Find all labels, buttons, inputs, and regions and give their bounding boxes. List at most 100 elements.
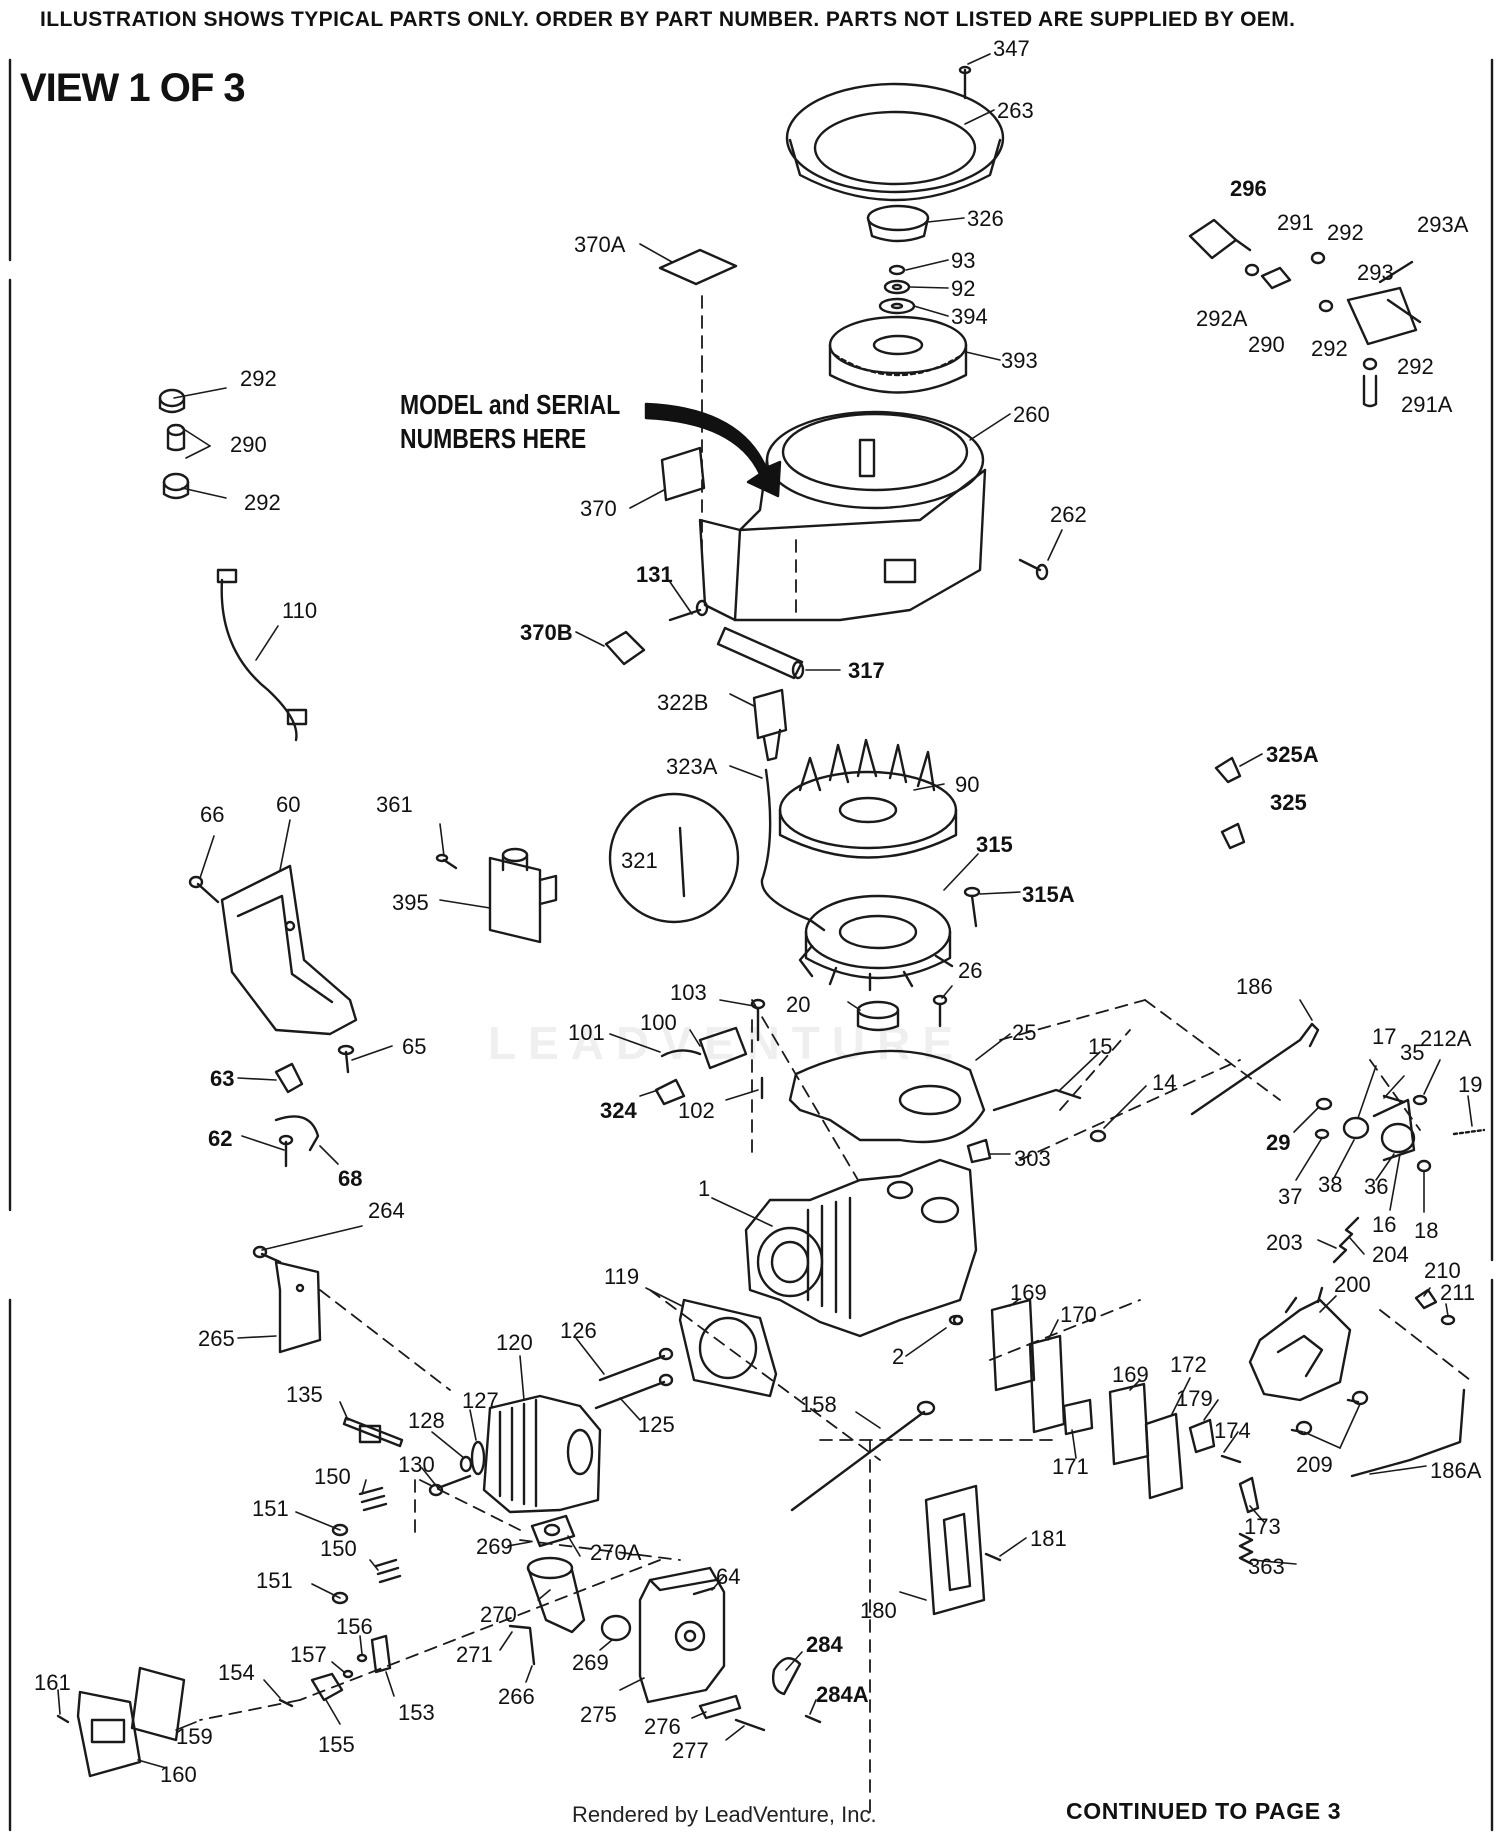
callout-63: 63 (210, 1066, 234, 1091)
gasket-159 (130, 1666, 186, 1742)
callout-127: 127 (462, 1388, 499, 1413)
bolt-262 (1018, 558, 1049, 581)
screw-284a (804, 1714, 822, 1724)
callout-14: 14 (1152, 1070, 1176, 1095)
gasket-2 (948, 1314, 964, 1326)
callout-200: 200 (1334, 1272, 1371, 1297)
callout-284a: 284A (816, 1682, 869, 1707)
decal-370b (604, 630, 646, 666)
model-serial-line-2: NUMBERS HERE (400, 423, 587, 454)
washer-92 (883, 279, 911, 295)
callout-157: 157 (290, 1642, 327, 1667)
callout-264: 264 (368, 1198, 405, 1223)
screw-181 (984, 1552, 1002, 1562)
shield-265 (274, 1260, 322, 1354)
callout-265: 265 (198, 1326, 235, 1351)
callout-210: 210 (1424, 1258, 1461, 1283)
reed-172 (1144, 1412, 1184, 1500)
callout-64: 64 (716, 1564, 740, 1589)
callout-171: 171 (1052, 1454, 1089, 1479)
callout-323a: 323A (666, 754, 718, 779)
callout-315a: 315A (1022, 882, 1075, 907)
decal-370a (658, 248, 738, 286)
gasket-127 (470, 1440, 486, 1476)
callout-90: 90 (955, 772, 979, 797)
callout-170: 170 (1060, 1302, 1097, 1327)
pushrod-125 (594, 1373, 674, 1410)
callout-160: 160 (160, 1762, 197, 1787)
callout-204: 204 (1372, 1242, 1409, 1267)
clip-324 (654, 1078, 686, 1106)
callout-296: 296 (1230, 176, 1267, 201)
blower-ring-263 (785, 82, 1005, 202)
clip-63 (274, 1062, 304, 1094)
clip-210 (1414, 1288, 1438, 1310)
callout-155: 155 (318, 1732, 355, 1757)
callout-291a: 291A (1401, 392, 1453, 417)
screw-264 (252, 1245, 282, 1264)
callout-179: 179 (1176, 1386, 1213, 1411)
intake-elbow-270 (526, 1556, 586, 1634)
plate-180 (924, 1484, 986, 1616)
callout-169: 169 (1010, 1280, 1047, 1305)
callout-174: 174 (1214, 1418, 1251, 1443)
callout-29: 29 (1266, 1130, 1290, 1155)
callout-37: 37 (1278, 1184, 1302, 1209)
callout-36: 36 (1364, 1174, 1388, 1199)
callout-370b: 370B (520, 620, 573, 645)
knob-155 (310, 1672, 344, 1702)
callout-169: 169 (1112, 1362, 1149, 1387)
pipe-271 (508, 1624, 536, 1666)
callout-325: 325 (1270, 790, 1307, 815)
bushing-20 (856, 1000, 900, 1032)
ignition-coil-395 (488, 847, 558, 944)
gasket-169-a (990, 1298, 1036, 1392)
bolt-65 (337, 1044, 355, 1074)
callout-292: 292 (1397, 354, 1434, 379)
cap-151-b (331, 1591, 349, 1605)
callout-292: 292 (1327, 220, 1364, 245)
link-186 (1190, 1022, 1320, 1116)
flywheel-90 (778, 738, 958, 859)
callout-181: 181 (1030, 1526, 1067, 1551)
screw-62 (278, 1134, 294, 1168)
governor-parts (1314, 1094, 1486, 1173)
callout-269: 269 (476, 1534, 513, 1559)
callout-303: 303 (1014, 1146, 1051, 1171)
callout-154: 154 (218, 1660, 255, 1685)
screw-277 (734, 1718, 766, 1732)
spring-68 (274, 1115, 320, 1152)
clip-325 (1220, 822, 1246, 850)
spring-363 (1238, 1532, 1254, 1566)
screw-174 (1220, 1454, 1242, 1464)
plate-153 (370, 1634, 392, 1674)
gasket-270a (530, 1514, 576, 1548)
callout-130: 130 (398, 1452, 435, 1477)
callout-19: 19 (1458, 1072, 1482, 1097)
tube-173 (1238, 1476, 1260, 1514)
screw-161 (56, 1714, 70, 1724)
block-171 (1062, 1398, 1094, 1436)
washer-394 (878, 297, 916, 315)
bracket-60 (220, 864, 358, 1036)
callout-211: 211 (1440, 1280, 1475, 1305)
callout-212a: 212A (1420, 1026, 1472, 1051)
callout-100: 100 (640, 1010, 677, 1035)
gasket-169-b (1108, 1382, 1150, 1466)
callout-277: 277 (672, 1738, 709, 1763)
callout-291: 291 (1277, 210, 1314, 235)
callout-161: 161 (34, 1670, 71, 1695)
callout-186a: 186A (1430, 1458, 1482, 1483)
bracket-276 (698, 1694, 742, 1720)
callout-150: 150 (320, 1536, 357, 1561)
callout-119: 119 (604, 1264, 639, 1289)
screw-64 (692, 1586, 716, 1596)
callout-38: 38 (1318, 1172, 1342, 1197)
callout-128: 128 (408, 1408, 445, 1433)
callout-266: 266 (498, 1684, 535, 1709)
callout-26: 26 (958, 958, 982, 983)
screw-154 (278, 1698, 294, 1708)
callout-18: 18 (1414, 1218, 1438, 1243)
callout-35: 35 (1400, 1040, 1424, 1065)
